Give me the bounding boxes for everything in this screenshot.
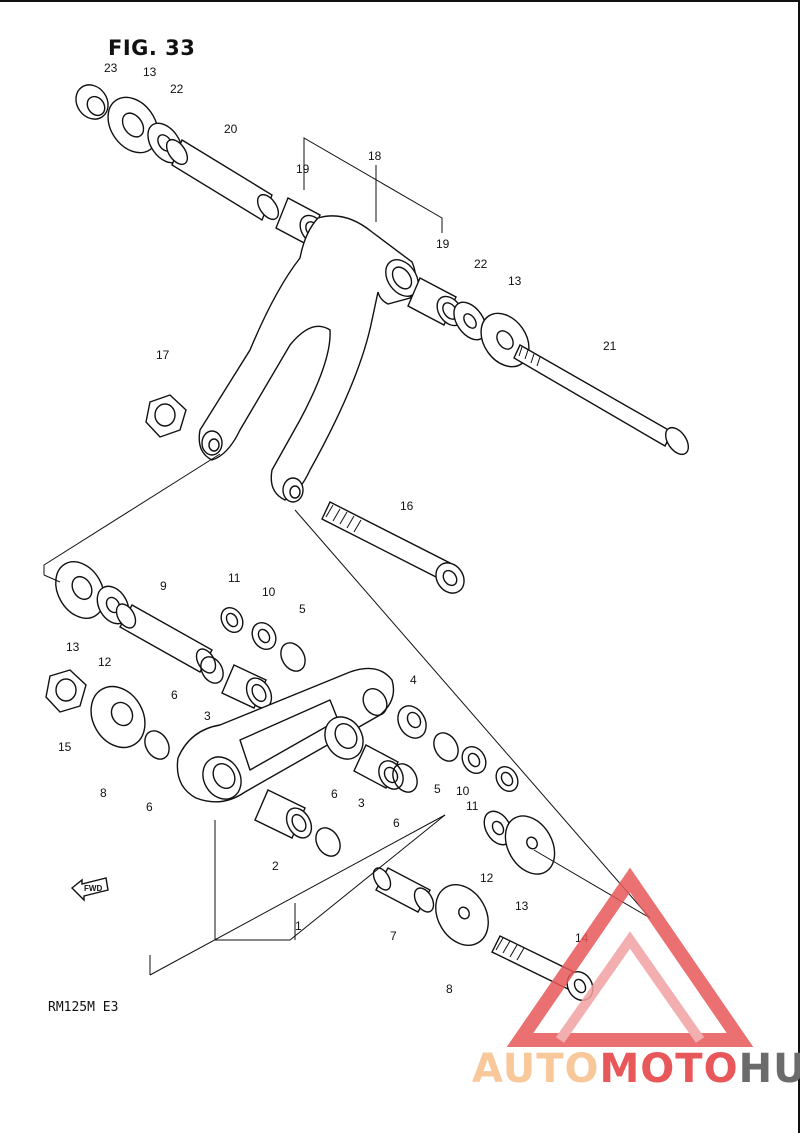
label-part-17: 17 <box>156 348 170 362</box>
part-23-nut <box>75 84 109 120</box>
label-part-23: 23 <box>104 61 118 75</box>
part-10-washer-upper <box>251 621 277 651</box>
label-part-8: 8 <box>446 982 453 996</box>
part-3-bearing-upper <box>221 664 273 709</box>
part-6-circlip-lower-right <box>392 763 418 793</box>
watermark-part-hub: HUB <box>738 1046 800 1092</box>
label-part-10: 10 <box>456 784 470 798</box>
label-part-11: 11 <box>466 799 479 813</box>
label-part-16: 16 <box>400 499 414 513</box>
part-7-spacer <box>372 867 435 913</box>
watermark-part-moto: MOTO <box>599 1046 739 1092</box>
part-6-circlip-left <box>144 730 170 760</box>
part-13-washer-upper <box>107 96 159 154</box>
label-part-13: 13 <box>515 899 529 913</box>
label-part-12: 12 <box>98 655 112 669</box>
part-4-bushing <box>397 705 427 739</box>
watermark-logo-icon <box>506 867 754 1047</box>
part-5-circlip-right <box>433 732 459 762</box>
part-11-seal-upper <box>220 606 244 634</box>
part-9-spacer <box>115 603 217 674</box>
part-labels: 1 2 3 3 4 5 5 6 6 6 6 7 8 8 9 10 10 11 1… <box>58 61 617 996</box>
label-part-13: 13 <box>508 274 522 288</box>
label-part-19: 19 <box>296 162 310 176</box>
part-13-washer-lower-left <box>55 561 105 619</box>
label-part-21: 21 <box>603 339 617 353</box>
fwd-label: FWD <box>84 884 102 893</box>
part-16-bolt <box>321 501 465 594</box>
watermark-part-auto: AUTO <box>472 1046 600 1092</box>
part-10-washer-right <box>461 745 487 775</box>
label-part-3: 3 <box>358 796 365 810</box>
part-13-washer-right-lower <box>504 815 556 875</box>
part-17-nut <box>145 394 187 438</box>
label-part-11: 11 <box>228 571 241 585</box>
part-20-spacer <box>165 138 280 222</box>
part-2-bearing <box>254 789 313 839</box>
label-part-5: 5 <box>434 782 441 796</box>
label-part-13: 13 <box>143 65 157 79</box>
label-part-22: 22 <box>474 257 488 271</box>
part-6-circlip-lower <box>315 827 341 857</box>
label-part-18: 18 <box>368 149 382 163</box>
label-part-2: 2 <box>272 859 279 873</box>
label-part-4: 4 <box>410 673 417 687</box>
fwd-arrow-icon: FWD <box>70 877 109 902</box>
label-part-1: 1 <box>295 919 302 933</box>
label-part-6: 6 <box>171 688 178 702</box>
part-15-nut <box>45 669 87 713</box>
leader-lines <box>43 137 651 976</box>
label-part-6: 6 <box>393 816 400 830</box>
part-3-bearing-lower <box>353 744 404 790</box>
label-part-10: 10 <box>262 585 276 599</box>
part-21-bolt <box>513 344 690 456</box>
part-11-seal-right <box>495 765 519 793</box>
label-part-9: 9 <box>160 579 167 593</box>
label-part-20: 20 <box>224 122 238 136</box>
part-8-washer-left <box>90 685 146 749</box>
part-6-circlip-upper <box>200 656 224 684</box>
label-part-15: 15 <box>58 740 72 754</box>
label-part-3: 3 <box>204 709 211 723</box>
label-part-6: 6 <box>146 800 153 814</box>
label-part-13: 13 <box>66 640 80 654</box>
part-18-cushion-lever <box>198 215 419 503</box>
label-part-19: 19 <box>436 237 450 251</box>
model-code: RM125M E3 <box>48 1000 119 1015</box>
label-part-8: 8 <box>100 786 107 800</box>
label-part-12: 12 <box>480 871 494 885</box>
figure-title: FIG. 33 <box>108 36 196 60</box>
label-part-6: 6 <box>331 787 338 801</box>
watermark-text: AUTOMOTOHUB <box>472 1046 800 1092</box>
label-part-5: 5 <box>299 602 306 616</box>
label-part-7: 7 <box>390 929 397 943</box>
part-1-cushion-rod <box>176 667 395 803</box>
part-8-washer-right <box>435 884 489 946</box>
label-part-22: 22 <box>170 82 184 96</box>
part-5-circlip-upper <box>280 642 306 672</box>
